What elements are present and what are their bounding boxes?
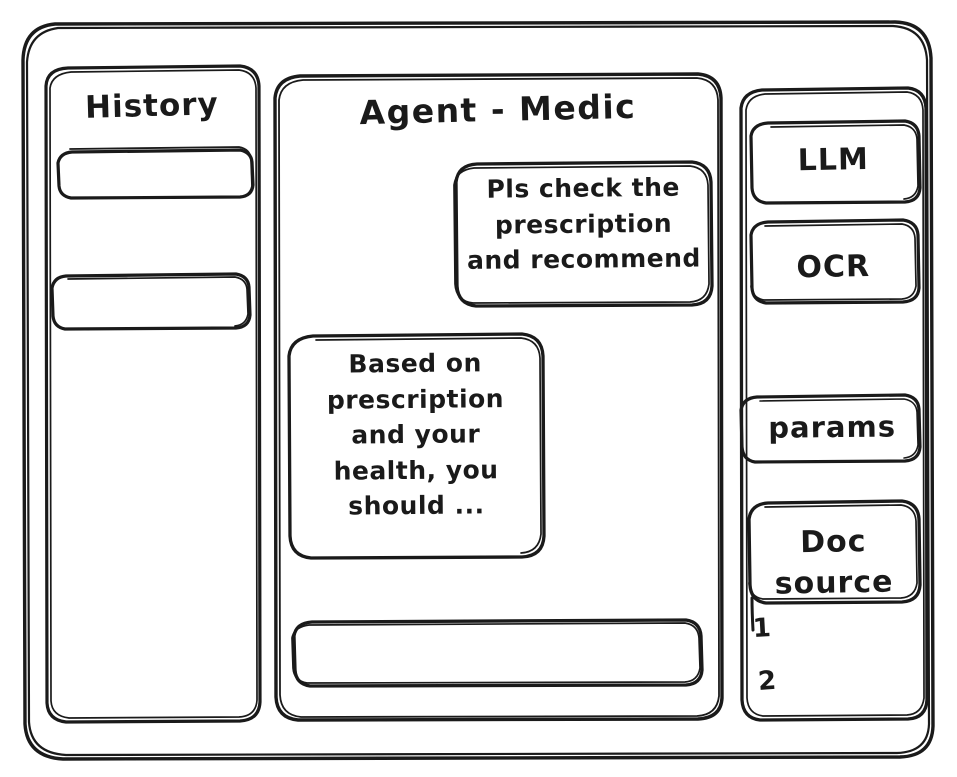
tool-doc-source-label: Doc source (774, 524, 894, 603)
history-panel-title: History (84, 86, 220, 126)
assistant-message-text: Based on prescription and your health, y… (326, 348, 505, 521)
composer-input-outline[interactable] (291, 618, 704, 688)
doc-source-item-2[interactable]: 2 (757, 665, 778, 697)
tool-ocr-label: OCR (796, 248, 871, 286)
tool-llm-label: LLM (797, 141, 870, 179)
history-item-1-outline[interactable] (56, 146, 255, 200)
doc-source-item-1[interactable]: 1 (752, 613, 773, 644)
history-panel-outline (44, 64, 262, 724)
history-item-2-outline[interactable] (50, 272, 252, 331)
page-title: Agent - Medic (359, 86, 637, 133)
user-message-text: Pls check the prescription and recommend (466, 172, 701, 275)
tool-params-label: params (768, 409, 897, 445)
